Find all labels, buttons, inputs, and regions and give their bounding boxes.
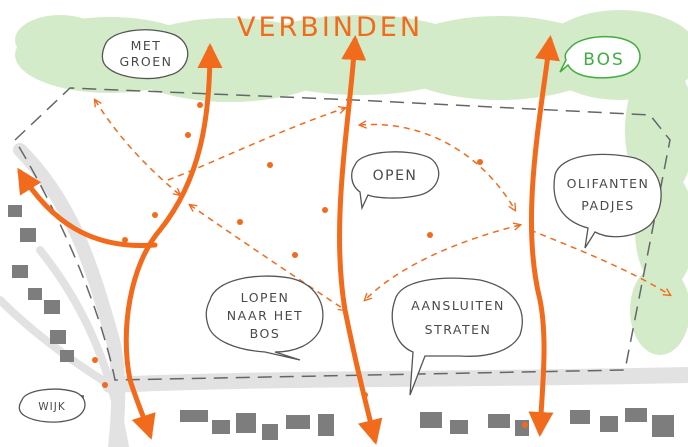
label-padjes: PADJES <box>581 198 634 213</box>
label-straten: STRATEN <box>425 322 492 337</box>
label-open: OPEN <box>373 168 418 184</box>
label-bos-green: BOS <box>583 50 625 70</box>
bubble-met-groen <box>101 29 189 80</box>
label-naar-het: NAAR HET <box>227 308 303 323</box>
label-olifanten: OLIFANTEN <box>567 176 650 191</box>
label-lopen: LOPEN <box>241 290 290 305</box>
bubble-olifantenpadjes <box>553 153 662 249</box>
walker-icons <box>92 102 528 428</box>
buildings-left <box>8 205 84 407</box>
label-wijk: WIJK <box>38 401 66 413</box>
buildings-bottom <box>180 408 674 440</box>
label-aansluiten: AANSLUITEN <box>411 298 505 313</box>
bubble-lopen <box>205 275 324 361</box>
bubble-wijk <box>18 388 86 423</box>
area-outline <box>14 87 671 381</box>
label-groen: GROEN <box>120 54 173 69</box>
bubble-bos <box>559 35 641 79</box>
label-met: MET <box>131 38 162 53</box>
bubble-open <box>351 151 440 211</box>
bubble-aansluiten <box>391 277 523 396</box>
label-lopen-bos: BOS <box>250 326 281 341</box>
title-verbinden: VERBINDEN <box>237 12 423 43</box>
